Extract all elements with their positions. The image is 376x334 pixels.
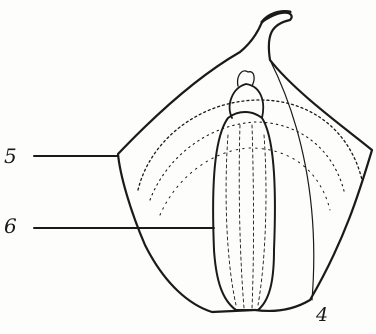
central-organ [213,112,275,310]
organ-stripe-3 [252,125,254,308]
organ-stripe-4 [258,135,266,305]
figure-number: 4 [316,306,328,325]
organ-stripe-2 [239,125,244,308]
bract-right-edge [270,60,314,300]
bract-outline [118,13,372,312]
fringe-arc-outer [138,100,362,190]
fringe-arc-inner [150,122,345,200]
organ-stripe-1 [226,135,236,305]
label-6: 6 [4,216,17,236]
label-5: 5 [4,146,17,166]
